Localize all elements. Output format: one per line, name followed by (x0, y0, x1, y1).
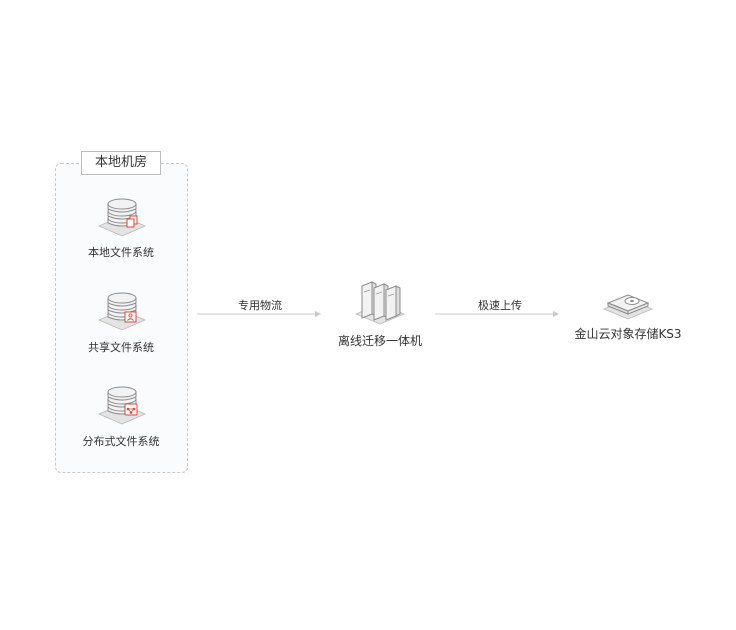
source-label-local-fs: 本地文件系统 (88, 246, 154, 259)
source-label-distributed-fs: 分布式文件系统 (82, 435, 160, 448)
object-storage-label: 金山云对象存储KS3 (574, 327, 682, 341)
edge-label-logistics: 专用物流 (238, 299, 282, 312)
migration-appliance-icon (354, 278, 406, 328)
edge-label-fast-upload: 极速上传 (478, 299, 522, 312)
source-label-shared-fs: 共享文件系统 (88, 341, 154, 354)
local-datacenter-title: 本地机房 (81, 151, 161, 175)
object-storage-icon (602, 287, 654, 323)
arrow-logistics (197, 311, 321, 317)
arrow-fast-upload (435, 311, 559, 317)
server-copy-icon (97, 196, 147, 240)
server-share-icon (97, 290, 147, 334)
appliance-label: 离线迁移一体机 (337, 334, 422, 348)
server-distributed-icon (97, 384, 147, 428)
